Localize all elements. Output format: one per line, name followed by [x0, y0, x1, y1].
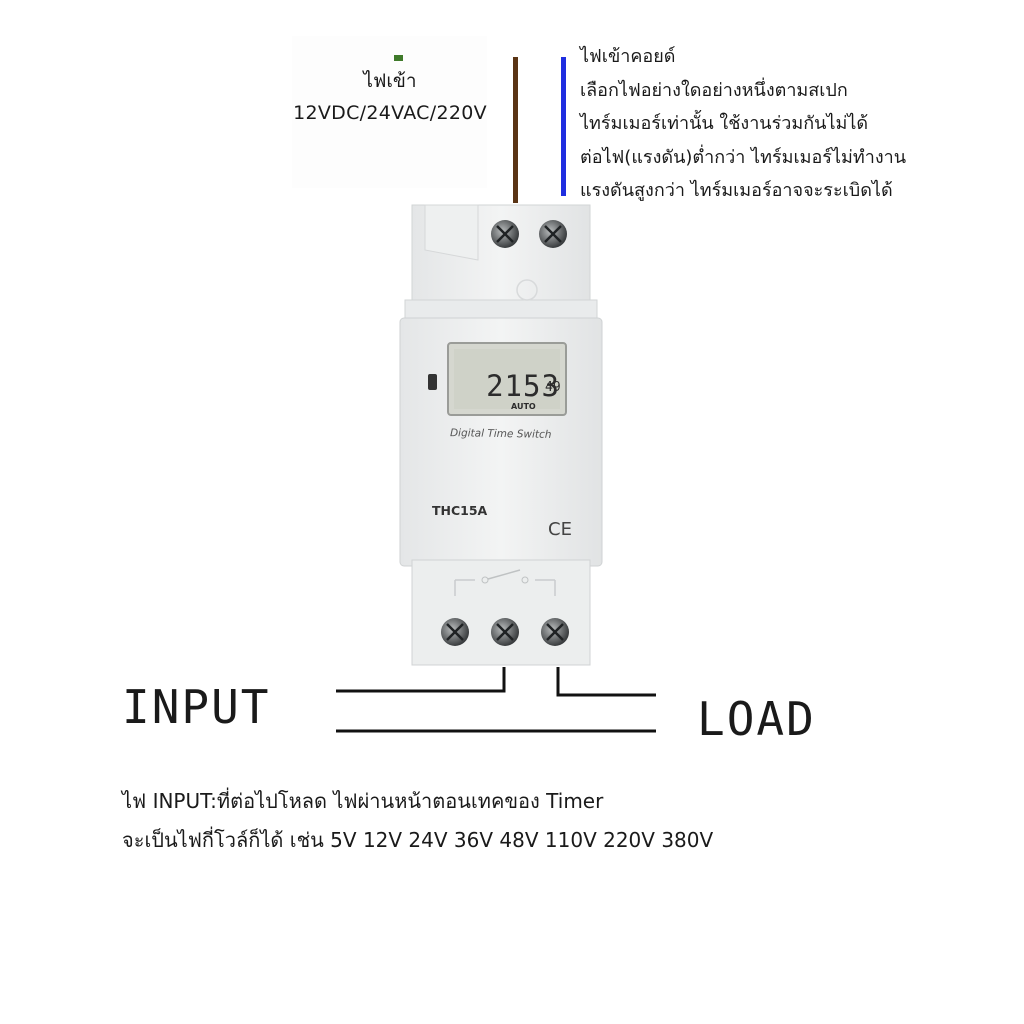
coil-note-line: ต่อไฟ(แรงดัน)ต่ำกว่า ไทร์มเมอร์ไม่ทำงาน — [580, 146, 907, 168]
supply-label-box — [292, 36, 487, 188]
coil-note-line: ไทร์มเมอร์เท่านั้น ใช้งานร่วมกันไม่ได้ — [580, 113, 869, 134]
top-screw-right — [539, 220, 567, 248]
load-label: LOAD — [697, 692, 816, 746]
footer-notes: ไฟ INPUT:ที่ต่อไปโหลด ไฟผ่านหน้าตอนเทคขอ… — [122, 782, 713, 860]
footer-line: ไฟ INPUT:ที่ต่อไปโหลด ไฟผ่านหน้าตอนเทคขอ… — [122, 789, 604, 813]
supply-label: ไฟเข้า — [363, 70, 417, 92]
input-wire — [336, 667, 506, 693]
input-label: INPUT — [122, 680, 271, 734]
bottom-screw-middle — [491, 618, 519, 646]
brown-wire — [513, 57, 518, 203]
bottom-screw-left — [441, 618, 469, 646]
bottom-screw-right — [541, 618, 569, 646]
device-model: THC15A — [432, 503, 488, 518]
top-screw-left — [491, 220, 519, 248]
coil-notes: ไฟเข้าคอยด์ เลือกไฟอย่างใดอย่างหนึ่งตามส… — [580, 40, 906, 208]
ce-mark: CE — [548, 519, 572, 540]
coil-note-line: เลือกไฟอย่างใดอย่างหนึ่งตามสเปก — [580, 79, 848, 101]
timer-device — [399, 204, 603, 666]
load-wire — [556, 667, 656, 697]
supply-voltage: 12VDC/24VAC/220V — [293, 102, 487, 124]
green-marker — [394, 55, 403, 61]
footer-line: จะเป็นไฟกี่โวล์ก็ได้ เช่น 5V 12V 24V 36V… — [122, 828, 714, 852]
lcd-time: 2153 — [486, 369, 560, 403]
lcd-mode: AUTO — [511, 402, 536, 411]
coil-note-line: ไฟเข้าคอยด์ — [580, 46, 676, 67]
blue-wire — [561, 57, 566, 196]
coil-note-line: แรงดันสูงกว่า ไทร์มเมอร์อาจจะระเบิดได้ — [580, 180, 893, 201]
lcd-seconds: 49 — [545, 380, 561, 395]
